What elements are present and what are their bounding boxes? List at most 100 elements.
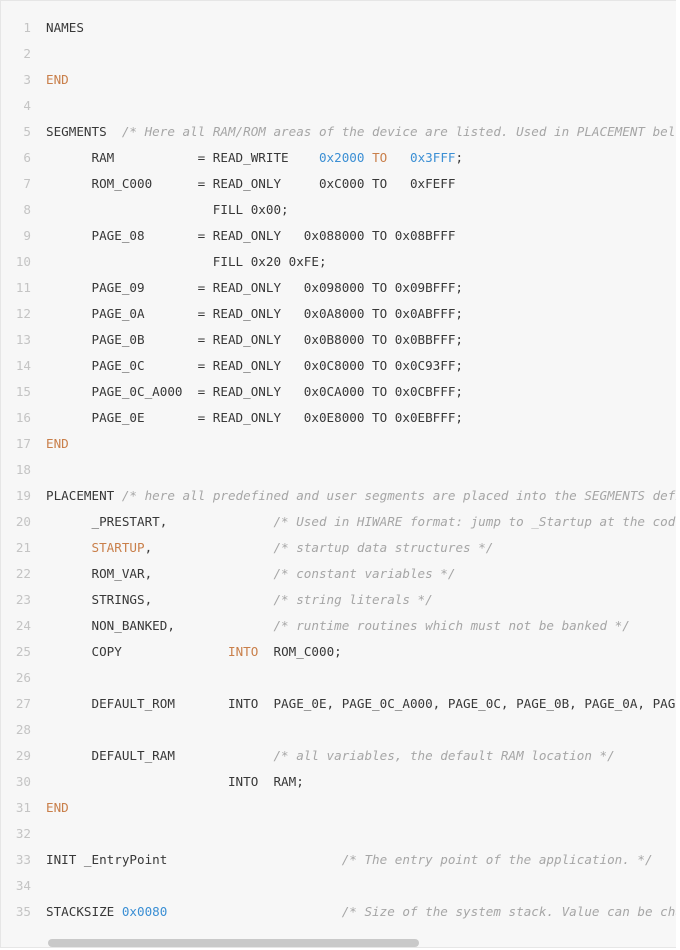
code-token: PLACEMENT [46, 488, 122, 503]
code-token: PAGE_0C_A000 = READ_ONLY 0x0CA000 TO 0x0… [46, 384, 464, 399]
code-line[interactable]: 33 INIT _EntryPoint /* The entry point of… [1, 847, 676, 873]
code-number: 0x2000 [318, 150, 365, 165]
line-number: 7 [23, 176, 31, 191]
code-line[interactable]: 8 FILL 0x00; [1, 197, 676, 223]
code-token: RAM = READ_WRITE [46, 150, 319, 165]
code-token: ROM_VAR, [46, 566, 274, 581]
code-keyword: INTO [227, 644, 259, 659]
line-number: 32 [15, 826, 31, 841]
code-keyword: TO [372, 150, 388, 165]
line-number: 5 [23, 124, 31, 139]
code-line[interactable]: 34 [1, 873, 676, 899]
code-comment: /* constant variables */ [273, 566, 456, 581]
line-text: ROM_VAR, /* constant variables */ [46, 561, 455, 587]
line-number: 1 [23, 20, 31, 35]
line-number: 24 [15, 618, 31, 633]
line-number: 35 [15, 904, 31, 919]
code-line[interactable]: 17 END [1, 431, 676, 457]
horizontal-scrollbar[interactable] [48, 939, 419, 947]
code-keyword: END [46, 436, 69, 451]
line-number: 9 [23, 228, 31, 243]
code-token: ROM_C000 = READ_ONLY 0xC000 TO 0xFEFF [46, 176, 456, 191]
code-token: NAMES [46, 20, 84, 35]
line-number: 29 [15, 748, 31, 763]
code-line[interactable]: 16 PAGE_0E = READ_ONLY 0x0E8000 TO 0x0EB… [1, 405, 676, 431]
line-text: FILL 0x20 0xFE; [46, 249, 327, 275]
line-text: PAGE_09 = READ_ONLY 0x098000 TO 0x09BFFF… [46, 275, 463, 301]
line-text: FILL 0x00; [46, 197, 289, 223]
code-line[interactable]: 32 [1, 821, 676, 847]
code-line[interactable]: 30 INTO RAM; [1, 769, 676, 795]
line-text: PAGE_08 = READ_ONLY 0x088000 TO 0x08BFFF [46, 223, 455, 249]
line-text: PAGE_0C_A000 = READ_ONLY 0x0CA000 TO 0x0… [46, 379, 463, 405]
line-text: ROM_C000 = READ_ONLY 0xC000 TO 0xFEFF [46, 171, 455, 197]
code-line[interactable]: 25 COPY INTO ROM_C000; [1, 639, 676, 665]
line-number: 17 [15, 436, 31, 451]
code-line[interactable]: 22 ROM_VAR, /* constant variables */ [1, 561, 676, 587]
code-token: PAGE_0A = READ_ONLY 0x0A8000 TO 0x0ABFFF… [46, 306, 464, 321]
code-line[interactable]: 24 NON_BANKED, /* runtime routines which… [1, 613, 676, 639]
code-line[interactable]: 29 DEFAULT_RAM /* all variables, the def… [1, 743, 676, 769]
code-token [167, 904, 341, 919]
code-line[interactable]: 27 DEFAULT_ROM INTO PAGE_0E, PAGE_0C_A00… [1, 691, 676, 717]
code-line[interactable]: 7 ROM_C000 = READ_ONLY 0xC000 TO 0xFEFF [1, 171, 676, 197]
code-token: PAGE_09 = READ_ONLY 0x098000 TO 0x09BFFF… [46, 280, 464, 295]
code-line[interactable]: 20 _PRESTART, /* Used in HIWARE format: … [1, 509, 676, 535]
code-line[interactable]: 26 [1, 665, 676, 691]
code-line[interactable]: 2 [1, 41, 676, 67]
code-line[interactable]: 15 PAGE_0C_A000 = READ_ONLY 0x0CA000 TO … [1, 379, 676, 405]
code-line[interactable]: 12 PAGE_0A = READ_ONLY 0x0A8000 TO 0x0AB… [1, 301, 676, 327]
line-text: NON_BANKED, /* runtime routines which mu… [46, 613, 630, 639]
code-comment: /* The entry point of the application. *… [341, 852, 653, 867]
code-line[interactable]: 13 PAGE_0B = READ_ONLY 0x0B8000 TO 0x0BB… [1, 327, 676, 353]
code-line[interactable]: 14 PAGE_0C = READ_ONLY 0x0C8000 TO 0x0C9… [1, 353, 676, 379]
code-token: PAGE_08 = READ_ONLY 0x088000 TO 0x08BFFF [46, 228, 456, 243]
code-line[interactable]: 11 PAGE_09 = READ_ONLY 0x098000 TO 0x09B… [1, 275, 676, 301]
code-line[interactable]: 5 SEGMENTS /* Here all RAM/ROM areas of t… [1, 119, 676, 145]
line-text: STACKSIZE 0x0080 /* Size of the system s… [46, 899, 676, 925]
line-number: 15 [15, 384, 31, 399]
code-token [364, 150, 372, 165]
line-text: DEFAULT_ROM INTO PAGE_0E, PAGE_0C_A000, … [46, 691, 676, 717]
line-text: END [46, 67, 69, 93]
code-line[interactable]: 28 [1, 717, 676, 743]
code-number: 0x0080 [121, 904, 168, 919]
line-number: 27 [15, 696, 31, 711]
code-token: DEFAULT_RAM [46, 748, 274, 763]
line-number: 16 [15, 410, 31, 425]
line-number: 4 [23, 98, 31, 113]
line-text: STARTUP, /* startup data structures */ [46, 535, 494, 561]
code-line[interactable]: 4 [1, 93, 676, 119]
line-text: SEGMENTS /* Here all RAM/ROM areas of th… [46, 119, 676, 145]
code-line[interactable]: 35 STACKSIZE 0x0080 /* Size of the system… [1, 899, 676, 925]
line-text: COPY INTO ROM_C000; [46, 639, 342, 665]
line-text: _PRESTART, /* Used in HIWARE format: jum… [46, 509, 676, 535]
line-number: 22 [15, 566, 31, 581]
code-number: 0x3FFF [409, 150, 456, 165]
line-number: 28 [15, 722, 31, 737]
code-token: ROM_C000; [258, 644, 342, 659]
line-number: 20 [15, 514, 31, 529]
code-comment: /* runtime routines which must not be ba… [273, 618, 630, 633]
code-keyword: STARTUP [91, 540, 145, 555]
line-number: 25 [15, 644, 31, 659]
code-line[interactable]: 9 PAGE_08 = READ_ONLY 0x088000 TO 0x08BF… [1, 223, 676, 249]
code-line[interactable]: 6 RAM = READ_WRITE 0x2000 TO 0x3FFF; [1, 145, 676, 171]
code-line[interactable]: 1 NAMES [1, 15, 676, 41]
code-line[interactable]: 10 FILL 0x20 0xFE; [1, 249, 676, 275]
code-token [387, 150, 410, 165]
code-token: INIT _EntryPoint [46, 852, 342, 867]
line-number: 26 [15, 670, 31, 685]
code-line[interactable]: 23 STRINGS, /* string literals */ [1, 587, 676, 613]
line-number: 12 [15, 306, 31, 321]
code-line[interactable]: 18 [1, 457, 676, 483]
code-comment: /* Used in HIWARE format: jump to _Start… [273, 514, 676, 529]
line-number: 33 [15, 852, 31, 867]
code-token: _PRESTART, [46, 514, 274, 529]
code-line[interactable]: 21 STARTUP, /* startup data structures *… [1, 535, 676, 561]
